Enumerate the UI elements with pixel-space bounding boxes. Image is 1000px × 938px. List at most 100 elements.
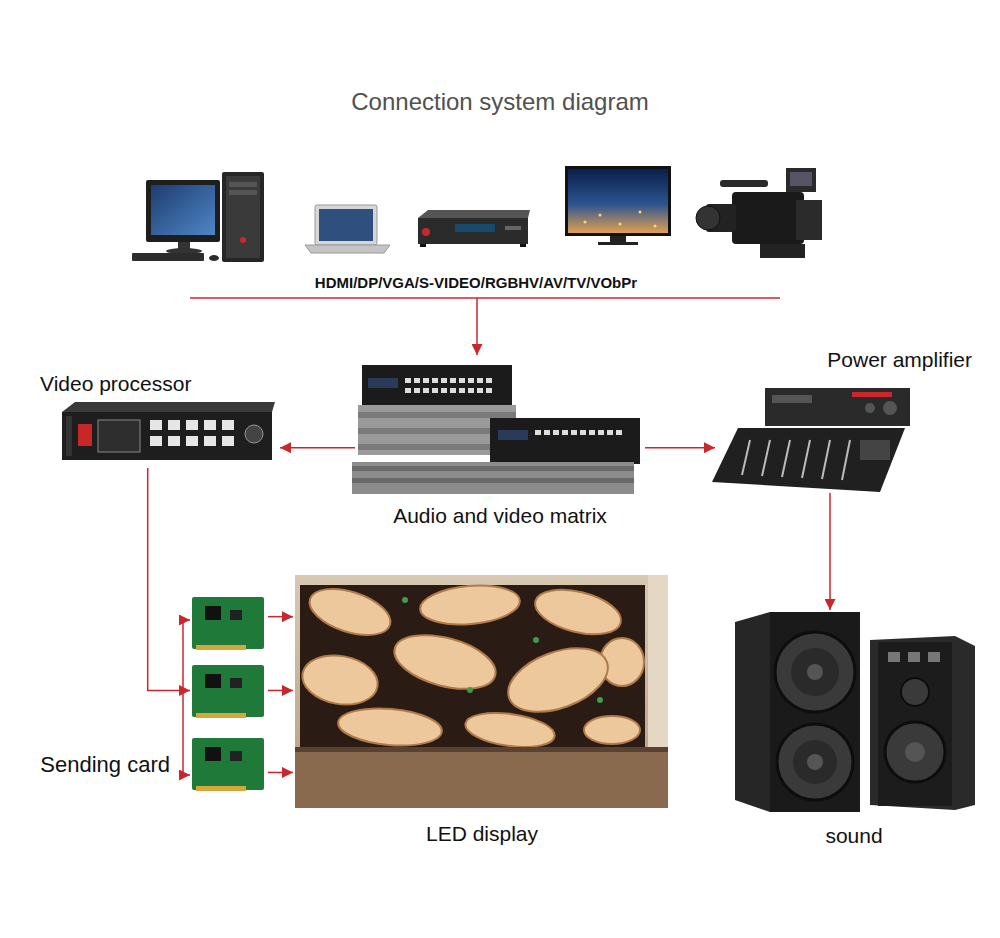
title-holder: Connection system diagram [0,88,1000,116]
speaker-pair-part [905,742,925,762]
television-part [598,242,638,245]
speaker: sound [728,610,980,852]
amplifier-mixer-part [865,403,875,413]
amplifier-mixer-part-part [802,440,810,478]
desktop-computer-part [151,185,215,235]
television-part [610,236,626,242]
matrix-switcher-part [535,430,622,435]
sending-card-board [192,597,264,791]
matrix-switcher-part-part [571,430,577,435]
video-camera-part [796,200,822,240]
sending-card-board-part [205,747,221,761]
television-part [568,169,668,233]
matrix-switcher-part-part [486,378,492,383]
desktop-computer-part [229,182,257,187]
signal-label: HDMI/DP/VGA/S-VIDEO/RGBHV/AV/TV/VObPr [0,274,952,291]
video-processor: Video processor [35,368,280,468]
led-wall-part [295,575,668,808]
amplifier-mixer-part [765,388,910,426]
processor-unit-part [98,420,140,452]
processor-unit-part-part [186,436,198,446]
amplifier-mixer-part-part [742,440,750,475]
matrix-switcher-part-part [607,430,613,435]
processor-unit-part-part [204,436,216,446]
speaker-pair-part [901,678,929,706]
matrix-switcher-part-part [414,378,420,383]
led-wall-part-part [419,582,522,629]
matrix-switcher-part [490,418,640,464]
processor-unit-part-part [150,420,162,430]
matrix-switcher-part-part [544,430,550,435]
video-camera-part [732,192,804,244]
speaker-pair-part [878,642,952,806]
sending-card-board-part [192,665,264,717]
led-wall-part-part [584,716,640,744]
sending-card-board-part [192,738,264,790]
signal-arrow [645,447,715,449]
sending-card-board-part [196,645,246,650]
matrix-switcher-part-part [405,378,411,383]
media-player-part [420,244,426,247]
laptop-part [305,245,390,253]
matrix-switcher-part-part [450,378,456,383]
television-part [654,225,657,228]
media-player-part [418,218,528,244]
speaker-pair-part [908,652,920,662]
matrix-switcher-part-part [477,378,483,383]
sending-card: Sending card [190,590,268,795]
power-amplifier: Power amplifier [715,345,980,493]
matrix-switcher-part-part [562,430,568,435]
processor-unit-part [66,416,72,456]
led-wall-part [295,747,668,752]
led-display: LED display [293,573,671,850]
diagram-title: Connection system diagram [0,88,1000,116]
card-bracket-part [182,620,184,775]
signal-arrow [268,690,293,692]
matrix-switcher-part-part [616,430,622,435]
card-bracket [183,620,190,775]
speaker-pair [735,612,975,812]
laptop-part [319,209,373,241]
matrix-switcher-part-part [486,388,492,393]
media-player-part [455,224,495,232]
amplifier-mixer-part [883,401,897,415]
speaker-pair-part [928,652,940,662]
sending-card-board-part [230,610,242,620]
matrix-switcher-part-part [432,378,438,383]
media-player-part [418,210,530,218]
sending-card-board-part [192,597,264,649]
processor-unit-part-part [222,420,234,430]
led-wall-part [298,580,644,752]
signal-arrow [148,468,190,690]
processor-unit-part-part [168,420,180,430]
processor-unit-part [245,425,263,443]
television-part [619,223,622,226]
amplifier-mixer [712,388,910,492]
sending-card-board-part [196,786,246,791]
processor-unit-part [78,424,92,446]
processor-unit-part-part [168,436,180,446]
led-wall-part [648,575,668,765]
matrix-switcher-part-part [468,388,474,393]
speaker-pair-part [791,648,839,696]
amplifier-mixer-part [860,440,890,460]
video-camera [696,168,822,258]
processor-unit-part-part [204,420,216,430]
sending-card-board-part [205,674,221,688]
matrix-switcher-part-part [468,378,474,383]
media-player-part [422,228,430,236]
media-player-part [505,226,521,230]
input-bus [190,298,780,355]
signal-arrow [280,447,355,449]
amplifier-mixer-part-part [842,440,850,480]
device-caption: Video processor [40,371,191,396]
processor-unit-part-part [150,436,162,446]
speaker-pair-part [807,664,823,680]
video-camera-part [786,168,816,192]
matrix-switcher-part-part [423,378,429,383]
led-wall-part-part [298,650,381,710]
led-wall-part-part [337,705,444,750]
matrix-switcher-part-part [459,378,465,383]
signal-arrow [268,772,293,774]
